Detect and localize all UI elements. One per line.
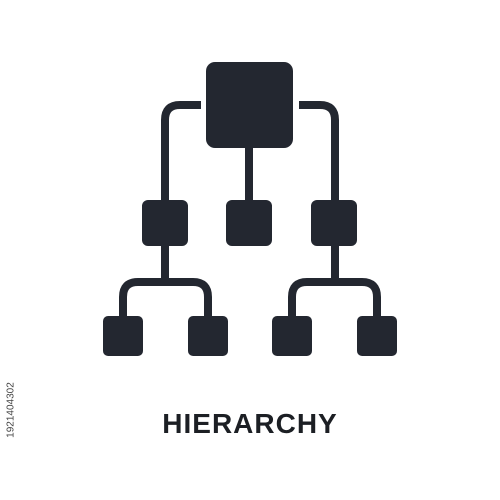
hierarchy-caption: HIERARCHY bbox=[162, 408, 338, 439]
child-node-left bbox=[142, 200, 188, 246]
leaf-node-2 bbox=[188, 316, 228, 356]
leaf-node-4 bbox=[357, 316, 397, 356]
connector-left-branch bbox=[161, 101, 201, 200]
leaf-node-3 bbox=[272, 316, 312, 356]
connector-right-split bbox=[288, 278, 381, 316]
connector-left-split bbox=[119, 278, 212, 316]
stock-id-watermark: 1921404302 bbox=[2, 320, 20, 500]
child-node-right bbox=[311, 200, 357, 246]
root-node bbox=[206, 62, 293, 148]
stock-id-text: 1921404302 bbox=[5, 382, 17, 438]
child-node-center bbox=[226, 200, 272, 246]
connector-right-branch bbox=[299, 101, 339, 200]
leaf-node-1 bbox=[103, 316, 143, 356]
